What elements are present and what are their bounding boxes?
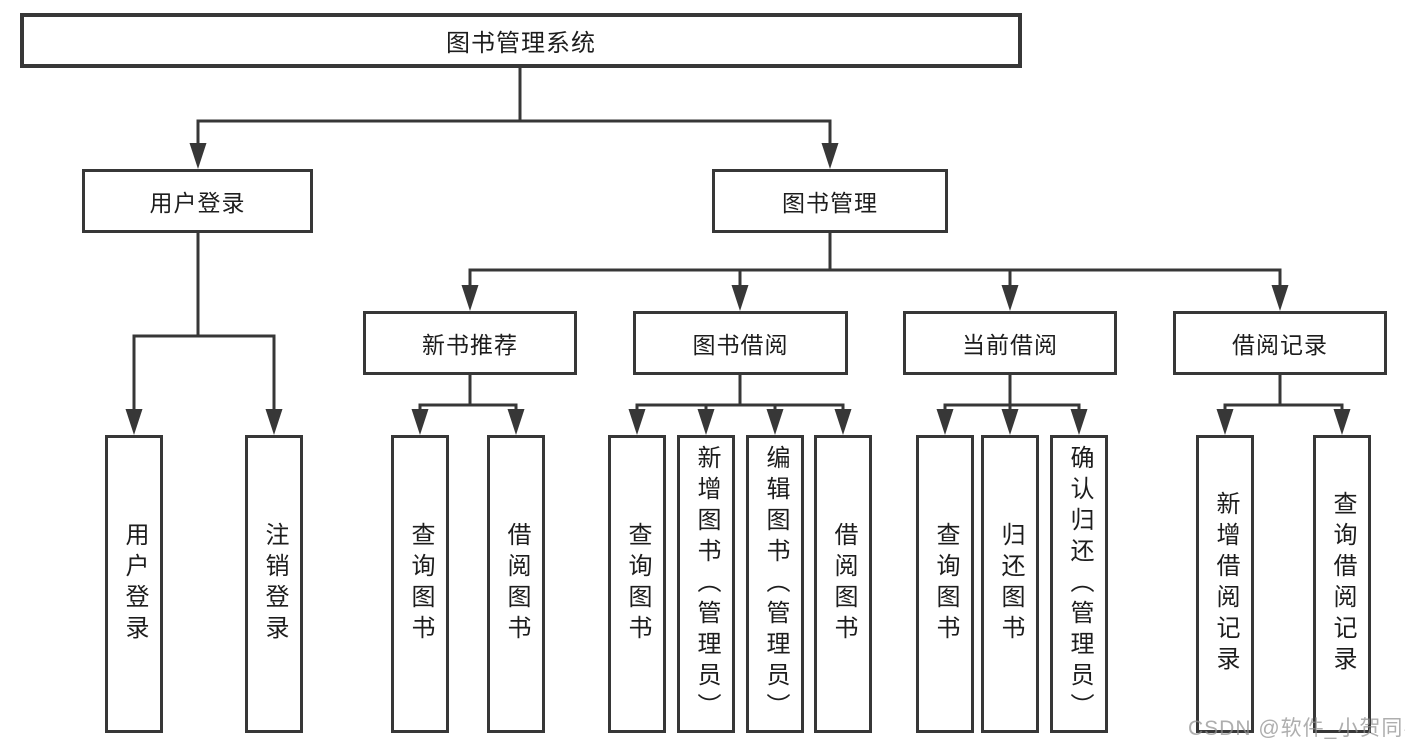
leaf-label: 查询图书 — [407, 522, 434, 646]
node-library-management-system: 图书管理系统 — [20, 13, 1022, 68]
leaf-label: 借阅图书 — [830, 522, 857, 646]
leaf-label: 新增借阅记录 — [1212, 491, 1239, 677]
node-current-borrowing: 当前借阅 — [903, 311, 1117, 375]
leaf-edit-books-admin: 编辑图书（管理员） — [746, 435, 804, 733]
leaf-label: 归还图书 — [997, 522, 1024, 646]
leaf-label: 编辑图书（管理员） — [762, 444, 789, 724]
node-book-borrowing: 图书借阅 — [633, 311, 848, 375]
node-label: 当前借阅 — [962, 332, 1058, 358]
node-label: 图书借阅 — [692, 332, 789, 358]
node-label: 新书推荐 — [422, 332, 518, 358]
leaf-logout: 注销登录 — [245, 435, 303, 733]
leaf-label: 查询图书 — [932, 522, 959, 646]
leaf-borrow-books-1: 借阅图书 — [487, 435, 545, 733]
arrowheads — [125, 143, 1351, 435]
leaf-label: 查询图书 — [624, 522, 651, 646]
leaf-add-borrow-record: 新增借阅记录 — [1196, 435, 1254, 733]
leaf-confirm-return-admin: 确认归还（管理员） — [1050, 435, 1108, 733]
csdn-watermark: CSDN @软件_小贺同学 — [1188, 717, 1405, 740]
leaf-label: 借阅图书 — [503, 522, 530, 646]
leaf-query-books-3: 查询图书 — [916, 435, 974, 733]
leaf-label: 注销登录 — [261, 522, 288, 646]
node-label: 借阅记录 — [1232, 332, 1328, 358]
leaf-query-borrow-record: 查询借阅记录 — [1313, 435, 1371, 733]
node-user-login: 用户登录 — [82, 169, 313, 233]
leaf-label: 查询借阅记录 — [1329, 491, 1356, 677]
leaf-return-books: 归还图书 — [981, 435, 1039, 733]
leaf-label: 用户登录 — [121, 522, 148, 646]
node-new-book-recommendation: 新书推荐 — [363, 311, 577, 375]
leaf-user-login: 用户登录 — [105, 435, 163, 733]
leaf-query-books-2: 查询图书 — [608, 435, 666, 733]
node-borrowing-records: 借阅记录 — [1173, 311, 1387, 375]
node-label: 图书管理系统 — [446, 30, 596, 57]
leaf-query-books-1: 查询图书 — [391, 435, 449, 733]
leaf-add-books-admin: 新增图书（管理员） — [677, 435, 735, 733]
leaf-borrow-books-2: 借阅图书 — [814, 435, 872, 733]
leaf-label: 确认归还（管理员） — [1066, 444, 1093, 724]
node-book-management: 图书管理 — [712, 169, 948, 233]
leaf-label: 新增图书（管理员） — [693, 444, 720, 724]
node-label: 用户登录 — [149, 190, 246, 216]
node-label: 图书管理 — [782, 190, 878, 216]
